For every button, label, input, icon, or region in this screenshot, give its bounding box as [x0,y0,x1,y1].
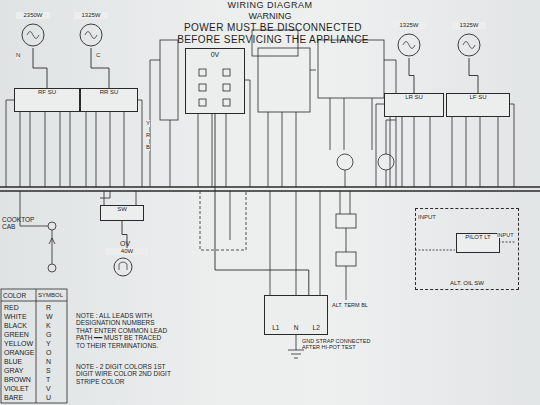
node-text: ALT. OIL SW [416,280,518,287]
element-coil [392,32,426,58]
node-text: 40W [106,248,148,255]
element-symbol: 1325W [74,12,108,48]
node-text: 1325W [74,12,108,19]
relay-contacts [186,63,244,113]
node-text: PILOT LT [457,234,499,241]
color-symbol: V [46,385,60,393]
table-header: COLOR [3,292,35,299]
wire-label: B [146,144,150,151]
table-header: SYMBOL [38,292,66,299]
node-text: LF SU [447,94,509,101]
wire-color: ORANGE [4,349,35,357]
terminal-row: L1 N L2 [265,324,327,331]
wire-label: N [16,52,20,59]
node-text: 0V [186,51,244,59]
node-text: 1325W [392,22,426,29]
wire-label: INPUT [418,214,436,221]
wire-color: BROWN [4,376,35,384]
wire-connector [91,48,109,88]
switch-box: SW [100,205,144,221]
note-text: NOTE : ALL LEADS WITH DESIGNATION NUMBER… [76,312,171,349]
warning-heading: WARNING [230,11,310,21]
node-text: LR SU [385,94,443,101]
cabinet-label: COOKTOP CAB [2,216,48,231]
wire-color: YELLOW [4,340,35,348]
color-symbol: R [46,304,60,312]
color-symbol: K [46,322,60,330]
node-text: 1325W [452,22,486,29]
wire-color: BARE [4,394,35,402]
switch-box: RR SU [80,88,138,112]
color-symbol: G [46,331,60,339]
switch-box: 0V [185,48,245,114]
wire-color: RED [4,304,35,312]
element-symbol: 1325W [392,22,426,58]
lamp-label: OV [120,240,140,248]
diagram-title: WIRING DIAGRAM [215,0,325,10]
wire-connector [215,114,309,295]
node-text: N [294,324,299,331]
wire-color: GRAY [4,367,35,375]
node-text: L2 [313,324,320,331]
color-symbol: Y [46,340,60,348]
switch-box: L1 N L2 [264,295,328,335]
wire-connector [409,58,414,93]
switch-box: LR SU [384,93,444,117]
wire-connector [33,48,47,88]
wire-label: ALT. TERM BL [332,302,372,308]
wire-color: GREEN [4,331,35,339]
wire-label: R [146,132,150,139]
wire-color: BLACK [4,322,35,330]
element-coil [74,22,108,48]
wire-label: GND STRAP CONNECTED AFTER HI-POT TEST [302,338,374,351]
wire-label: INPUT [497,232,514,238]
color-symbol: W [46,313,60,321]
warning-text: POWER MUST BE DISCONNECTED BEFORE SERVIC… [168,22,378,46]
node-text: SW [101,206,143,213]
wire-color: WHITE [4,313,35,321]
node-text: L1 [272,324,279,331]
node-text: 2350W [16,12,50,19]
wire-color: BLUE [4,358,35,366]
lamp-bulb [106,257,148,277]
color-symbol: T [46,376,60,384]
wire-label: Y [146,120,150,127]
wire-label: C [96,52,100,59]
element-coil [452,32,486,58]
switch-box: RF SU [14,88,80,112]
element-symbol: 1325W [452,22,486,58]
node-text: RF SU [15,89,79,96]
element-coil [16,22,50,48]
color-symbol: O [46,349,60,357]
element-symbol: 2350W [16,12,50,48]
note-text: NOTE - 2 DIGIT COLORS 1ST DIGIT WIRE COL… [76,363,171,385]
color-symbol: S [46,367,60,375]
node-text: RR SU [81,89,137,96]
lamp-symbol: 40W [106,248,148,278]
switch-box: PILOT LT [456,233,500,253]
wire-connector [469,58,478,93]
color-symbol: N [46,358,60,366]
switch-box: LF SU [446,93,510,117]
wire-color: VIOLET [4,385,35,393]
color-symbol: U [46,394,60,402]
